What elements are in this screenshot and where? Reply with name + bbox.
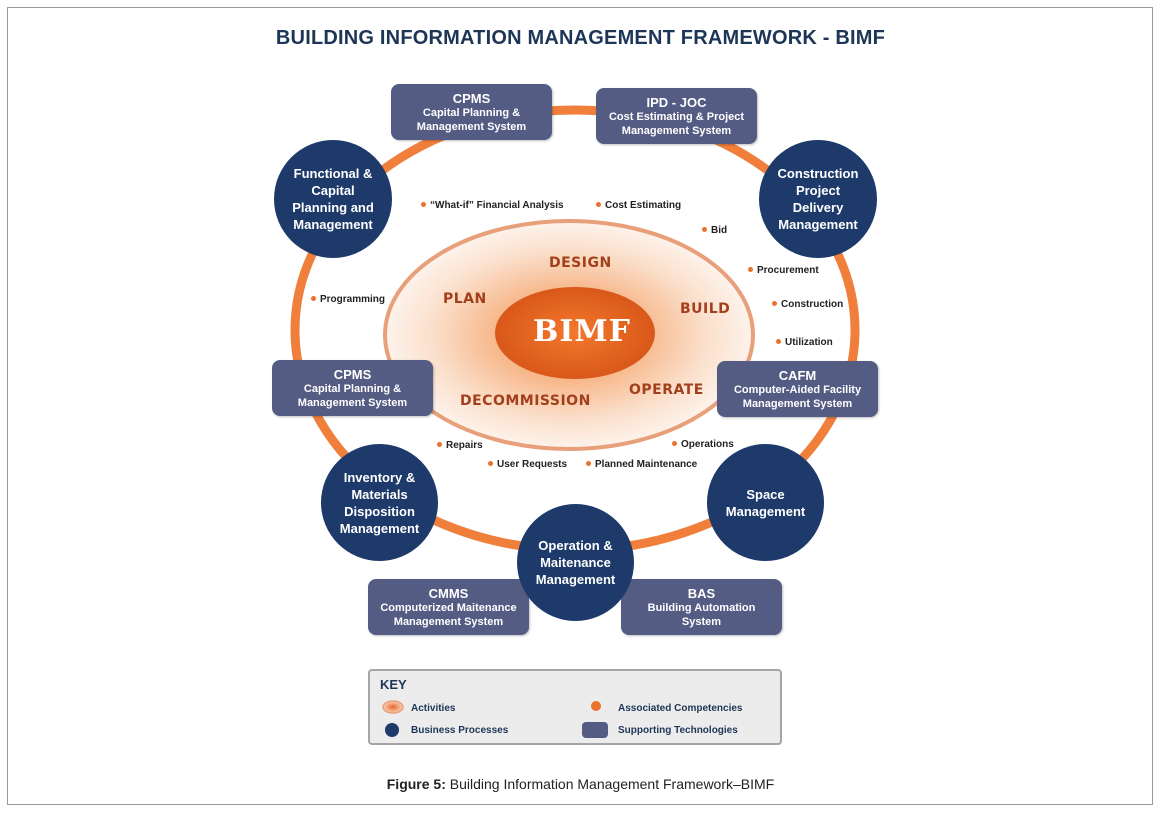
bimf-core [495,287,655,379]
process-label: Functional & Capital Planning and Manage… [292,166,374,232]
technology-cpms-left: CPMS Capital Planning & Management Syste… [272,360,433,416]
process-operation-maintenance: Operation & Maitenance Management [517,504,634,621]
competency-label: Construction [781,299,844,310]
technology-bas: BAS Building Automation System [621,579,782,635]
legend-title: KEY [380,677,407,692]
competency-label: Procurement [757,265,819,276]
caption-text: Building Information Management Framewor… [445,776,775,792]
competency-label: Bid [711,225,728,236]
competency-bid: Bid [702,225,727,236]
technology-cpms-top: CPMS Capital Planning & Management Syste… [391,84,552,140]
competency-label: Repairs [446,440,483,451]
competency-dot [672,440,677,446]
competency-utilization: Utilization [776,337,833,348]
process-inventory-materials-disposition: Inventory & Materials Disposition Manage… [321,444,438,561]
competency-label: Planned Maintenance [595,459,698,470]
competency-dot [488,460,493,466]
business-process-swatch-icon [385,723,399,737]
activity-build: BUILD [680,301,731,317]
technology-swatch-icon [582,722,608,738]
competency-label: “What-if” Financial Analysis [430,200,564,211]
technology-name: BAS [687,585,716,601]
activity-operate: OPERATE [629,382,704,398]
figure-caption: Figure 5: Building Information Managemen… [0,776,1161,792]
technology-description: Building Automation System [647,601,756,628]
competency-repairs: Repairs [437,440,483,451]
activity-plan: PLAN [443,291,487,307]
process-label: Operation & Maitenance Management [535,538,616,587]
competency-dot [421,201,426,207]
competency-dot [437,441,442,447]
diagram-title: BUILDING INFORMATION MANAGEMENT FRAMEWOR… [275,27,886,49]
technology-name: CPMS [333,366,372,382]
activities-swatch-icon [382,700,404,714]
technology-ipd-joc: IPD - JOC Cost Estimating & Project Mana… [596,88,757,144]
competency-procurement: Procurement [748,265,819,276]
technology-name: IPD - JOC [646,94,707,110]
competency-user-requests: User Requests [488,459,567,470]
competency-label: Programming [320,294,386,305]
process-construction-project-delivery: Construction Project Delivery Management [759,140,877,258]
legend-activities-label: Activities [411,703,456,714]
legend-key: KEY Activities Business Processes Associ… [368,669,782,745]
competency-swatch-icon [591,701,601,711]
caption-label: Figure 5: [386,776,446,792]
process-label: Space Management [725,486,806,519]
legend-business-processes-label: Business Processes [411,725,509,736]
competency-dot [772,300,777,306]
technology-cmms: CMMS Computerized Maitenance Management … [368,579,529,635]
technology-description: Computerized Maitenance Management Syste… [380,601,517,628]
competency-cost-estimating: Cost Estimating [596,200,681,211]
competency-dot [586,460,591,466]
competency-dot [702,226,707,232]
competency-operations: Operations [672,439,734,450]
competency-label: Operations [681,439,734,450]
process-functional-capital-planning: Functional & Capital Planning and Manage… [274,140,392,258]
competency-label: User Requests [497,459,568,470]
technology-description: Computer-Aided Facility Management Syste… [733,383,862,410]
technology-name: CPMS [452,90,491,106]
figure-frame [7,7,1153,805]
competency-dot [748,266,753,272]
competency-dot [311,295,316,301]
competency-what-if: “What-if” Financial Analysis [421,200,564,211]
technology-description: Capital Planning & Management System [297,382,408,409]
process-space-management: Space Management [707,444,824,561]
competency-label: Cost Estimating [605,200,682,211]
technology-name: CAFM [778,367,817,383]
technology-name: CMMS [428,585,469,601]
legend-associated-competencies-label: Associated Competencies [618,703,743,714]
competency-programming: Programming [311,294,385,305]
legend-supporting-technologies-label: Supporting Technologies [618,725,738,736]
bimf-center-label: BIMF [533,314,631,349]
technology-cafm: CAFM Computer-Aided Facility Management … [717,361,878,417]
competency-dot [596,201,601,207]
competency-dot [776,338,781,344]
activity-design: DESIGN [549,255,612,271]
process-label: Construction Project Delivery Management [777,166,859,232]
technology-description: Cost Estimating & Project Management Sys… [608,110,745,137]
competency-construction: Construction [772,299,843,310]
technology-description: Capital Planning & Management System [416,106,527,133]
competency-label: Utilization [785,337,833,348]
competency-planned-maintenance: Planned Maintenance [586,459,697,470]
activity-decommission: DECOMMISSION [460,393,591,409]
process-label: Inventory & Materials Disposition Manage… [339,469,420,536]
